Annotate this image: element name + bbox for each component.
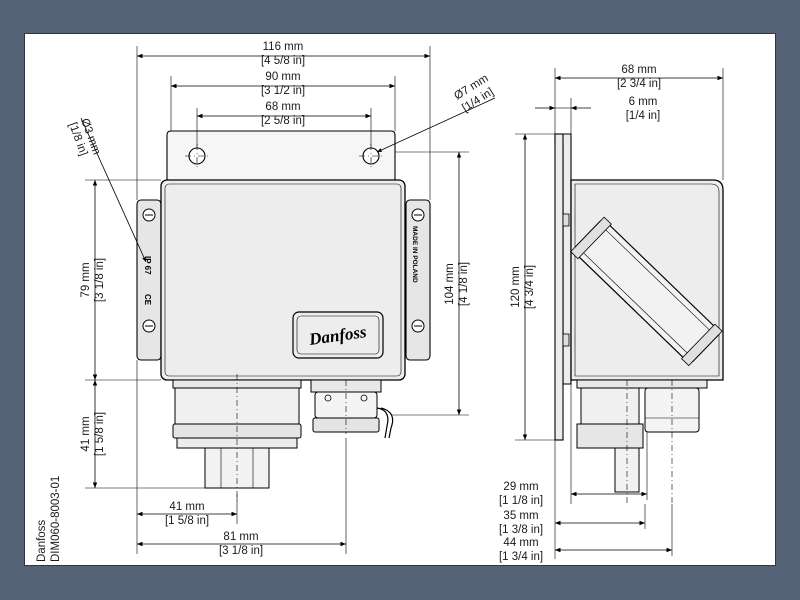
dim-68-in: [2 5/8 in] xyxy=(261,115,305,127)
dim-81-in: [3 1/8 in] xyxy=(219,545,263,557)
dim-41h-in: [1 5/8 in] xyxy=(165,515,209,527)
dim-41h-mm: 41 mm xyxy=(169,501,204,513)
dim-79-in: [3 1/8 in] xyxy=(94,258,106,302)
dim-116-mm: 116 mm xyxy=(263,41,304,53)
dim-79-mm: 79 mm xyxy=(80,262,92,297)
dim-side-35-mm: 35 mm xyxy=(503,510,538,522)
dim-side-6-mm: 6 mm xyxy=(629,96,658,108)
dim-68-mm: 68 mm xyxy=(265,101,300,113)
mounting-plate xyxy=(166,130,396,181)
dim-104-mm: 104 mm xyxy=(444,263,456,305)
dim-41v-mm: 41 mm xyxy=(80,416,92,451)
logo-plate xyxy=(292,311,384,359)
dim-side-68-mm: 68 mm xyxy=(621,64,656,76)
drawing-sheet: IP 67 CE MADE IN POLAND Danfoss xyxy=(24,33,776,566)
front-view: IP 67 CE MADE IN POLAND Danfoss xyxy=(66,41,496,557)
ce-mark-label: CE xyxy=(143,294,152,306)
dim-side-35-in: [1 3/8 in] xyxy=(499,524,543,536)
dim-side-29-mm: 29 mm xyxy=(503,481,538,493)
made-in-label: MADE IN POLAND xyxy=(411,226,418,283)
dim-116-in: [4 5/8 in] xyxy=(261,55,305,67)
dim-side-6-in: [1/4 in] xyxy=(626,110,661,122)
side-view: 68 mm [2 3/4 in] 6 mm [1/4 in] 120 mm [4… xyxy=(499,64,724,563)
cable xyxy=(376,407,389,439)
dimension-drawing: IP 67 CE MADE IN POLAND Danfoss xyxy=(36,41,724,563)
dim-41v-in: [1 5/8 in] xyxy=(94,412,106,456)
company-label: Danfoss xyxy=(36,520,48,562)
dim-90-in: [3 1/2 in] xyxy=(261,85,305,97)
dim-side-44-mm: 44 mm xyxy=(503,537,538,549)
dim-81-mm: 81 mm xyxy=(223,531,258,543)
side-pressure-connector xyxy=(580,387,640,425)
right-terminal-bracket xyxy=(405,199,431,361)
dim-side-120-mm: 120 mm xyxy=(510,266,522,308)
ip-rating-label: IP 67 xyxy=(143,256,152,275)
dim-side-29-in: [1 1/8 in] xyxy=(499,495,543,507)
dim-104-in: [4 1/8 in] xyxy=(458,262,470,306)
dim-side-120-in: [4 3/4 in] xyxy=(524,265,536,309)
drawing-number: DIM060-8003-01 xyxy=(50,476,62,562)
dim-side-44-in: [1 3/4 in] xyxy=(499,551,543,563)
dim-90-mm: 90 mm xyxy=(265,71,300,83)
dim-side-68-in: [2 3/4 in] xyxy=(617,78,661,90)
left-terminal-bracket xyxy=(136,199,162,361)
